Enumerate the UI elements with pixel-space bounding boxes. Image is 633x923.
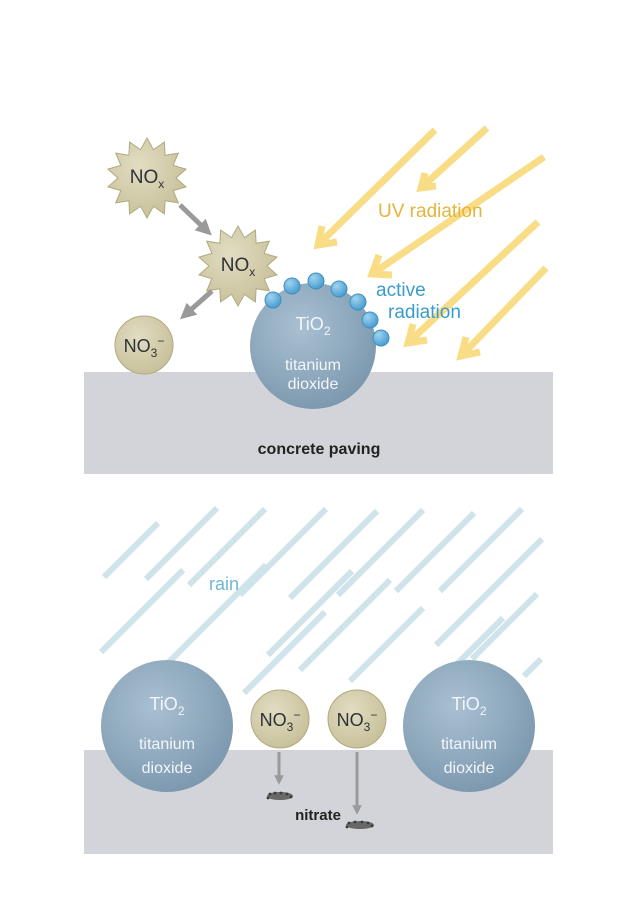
active-bead	[330, 280, 348, 298]
nox-molecule: NOx	[197, 224, 279, 308]
nitrate-label: nitrate	[295, 807, 341, 824]
reaction-arrow	[180, 289, 214, 320]
nitrate-deposit-right	[345, 820, 374, 829]
rain-streak	[347, 605, 426, 684]
rain-streak	[98, 567, 186, 655]
svg-text:NOx: NOx	[221, 255, 256, 279]
uv-arrow	[313, 127, 438, 250]
tio2-sphere: TiO2 titanium dioxide	[250, 283, 376, 409]
nitrate-molecule-right: NO3−	[327, 689, 387, 749]
top-panel: NOx NOx NO3− TiO2 titanium	[84, 125, 553, 474]
rain-streak	[433, 536, 545, 648]
rain-streak	[469, 591, 540, 662]
active-radiation-label-line2: radiation	[388, 302, 461, 323]
svg-text:dioxide: dioxide	[142, 760, 193, 777]
nox-molecule: NOx	[106, 136, 188, 220]
rain-streak	[437, 506, 525, 594]
active-radiation-label-line1: active	[376, 280, 426, 301]
rain-streak	[101, 520, 161, 580]
rain-label: rain	[209, 574, 239, 594]
svg-text:dioxide: dioxide	[444, 760, 495, 777]
uv-arrow	[403, 219, 541, 348]
nitrate-deposit-left	[266, 791, 293, 800]
svg-text:NOx: NOx	[130, 167, 165, 191]
rain-streak	[335, 507, 426, 598]
uv-radiation-arrows	[313, 125, 549, 361]
reaction-arrow	[178, 203, 212, 236]
rain-streak	[162, 562, 269, 669]
uv-arrow	[456, 265, 549, 361]
svg-text:NO3−: NO3−	[337, 708, 378, 734]
svg-text:NO3−: NO3−	[124, 334, 165, 360]
svg-text:TiO2: TiO2	[451, 694, 486, 718]
svg-text:titanium: titanium	[441, 736, 497, 753]
tio2-sphere-right: TiO2 titanium dioxide	[403, 660, 535, 792]
rain-streak	[393, 510, 477, 594]
nitrate-molecule: NO3−	[114, 315, 174, 375]
svg-text:NO3−: NO3−	[260, 708, 301, 734]
rain-streak	[143, 505, 220, 582]
active-bead	[349, 293, 367, 311]
rain-streak	[186, 506, 268, 588]
rain-streak	[265, 568, 355, 658]
rain-streak	[521, 656, 544, 679]
tio2-sphere-left: TiO2 titanium dioxide	[101, 660, 233, 792]
svg-text:titanium: titanium	[285, 357, 341, 374]
concrete-paving-label: concrete paving	[258, 441, 381, 458]
svg-text:TiO2: TiO2	[295, 314, 330, 338]
svg-text:dioxide: dioxide	[288, 376, 339, 393]
active-bead	[264, 291, 282, 309]
active-bead	[361, 311, 379, 329]
active-bead	[283, 277, 301, 295]
nitrate-molecule-left: NO3−	[250, 689, 310, 749]
active-bead	[307, 272, 325, 290]
uv-arrow	[367, 154, 546, 279]
uv-radiation-label: UV radiation	[378, 201, 483, 222]
rain-streak	[297, 577, 393, 673]
rain-streak	[241, 609, 328, 696]
uv-arrow	[416, 125, 490, 193]
active-bead	[372, 329, 390, 347]
active-radiation-beads	[264, 272, 390, 347]
bottom-panel: rain TiO2 titanium dioxide TiO2 titanium…	[84, 505, 553, 854]
svg-text:TiO2: TiO2	[149, 694, 184, 718]
svg-text:titanium: titanium	[139, 736, 195, 753]
rain-streak	[287, 508, 380, 601]
